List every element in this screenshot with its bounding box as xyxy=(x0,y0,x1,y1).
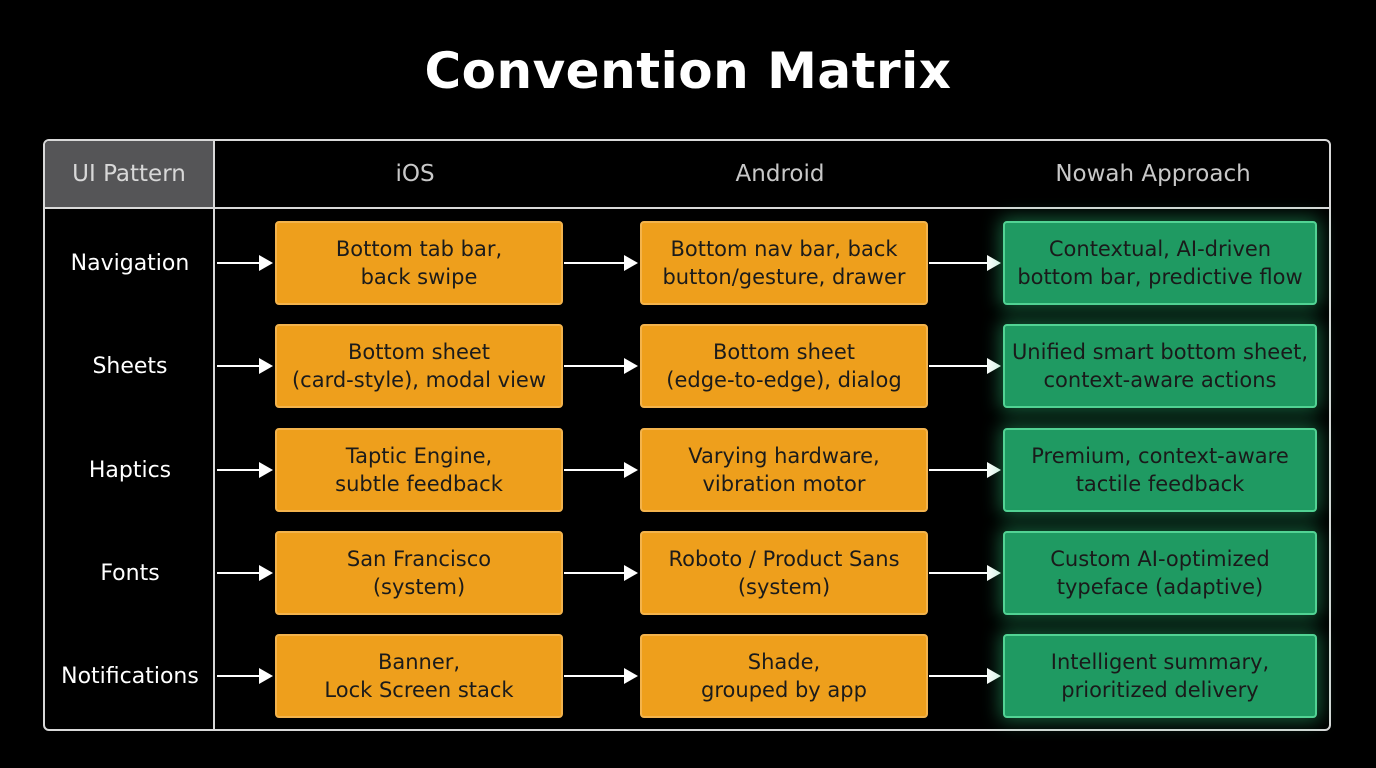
android-cell-notifications: Shade, grouped by app xyxy=(640,634,928,718)
ios-cell-notifications: Banner, Lock Screen stack xyxy=(275,634,563,718)
nowah-cell-haptics: Premium, context-aware tactile feedback xyxy=(1003,428,1317,512)
nowah-cell-fonts: Custom AI-optimized typeface (adaptive) xyxy=(1003,531,1317,615)
ios-cell-haptics: Taptic Engine, subtle feedback xyxy=(275,428,563,512)
header-ui-pattern: UI Pattern xyxy=(45,141,215,207)
header-ios: iOS xyxy=(395,161,435,187)
android-cell-sheets: Bottom sheet (edge-to-edge), dialog xyxy=(640,324,928,408)
header-nowah-approach: Nowah Approach xyxy=(1055,161,1251,187)
row-label-navigation: Navigation xyxy=(70,250,190,276)
flow-arrow xyxy=(217,358,273,374)
android-cell-haptics: Varying hardware, vibration motor xyxy=(640,428,928,512)
flow-arrow xyxy=(217,565,273,581)
row-label-haptics: Haptics xyxy=(88,457,172,483)
flow-arrow xyxy=(217,668,273,684)
flow-arrow xyxy=(929,668,1001,684)
flow-arrow xyxy=(564,462,638,478)
flow-arrow xyxy=(929,255,1001,271)
android-cell-navigation: Bottom nav bar, back button/gesture, dra… xyxy=(640,221,928,305)
flow-arrow xyxy=(929,462,1001,478)
ios-cell-navigation: Bottom tab bar, back swipe xyxy=(275,221,563,305)
nowah-cell-notifications: Intelligent summary, prioritized deliver… xyxy=(1003,634,1317,718)
flow-arrow xyxy=(929,565,1001,581)
flow-arrow xyxy=(564,358,638,374)
row-label-fonts: Fonts xyxy=(100,560,160,586)
flow-arrow xyxy=(564,668,638,684)
ios-cell-fonts: San Francisco (system) xyxy=(275,531,563,615)
flow-arrow xyxy=(217,462,273,478)
android-cell-fonts: Roboto / Product Sans (system) xyxy=(640,531,928,615)
page-title: Convention Matrix xyxy=(424,42,952,100)
flow-arrow xyxy=(564,565,638,581)
nowah-cell-sheets: Unified smart bottom sheet, context-awar… xyxy=(1003,324,1317,408)
flow-arrow xyxy=(217,255,273,271)
nowah-cell-navigation: Contextual, AI-driven bottom bar, predic… xyxy=(1003,221,1317,305)
flow-arrow xyxy=(564,255,638,271)
column-divider xyxy=(213,141,215,729)
row-label-sheets: Sheets xyxy=(92,353,168,379)
ios-cell-sheets: Bottom sheet (card-style), modal view xyxy=(275,324,563,408)
header-android: Android xyxy=(735,161,825,187)
row-label-notifications: Notifications xyxy=(61,663,199,689)
flow-arrow xyxy=(929,358,1001,374)
header-divider xyxy=(45,207,1329,209)
convention-matrix: UI Pattern iOS Android Nowah Approach Na… xyxy=(43,139,1331,731)
